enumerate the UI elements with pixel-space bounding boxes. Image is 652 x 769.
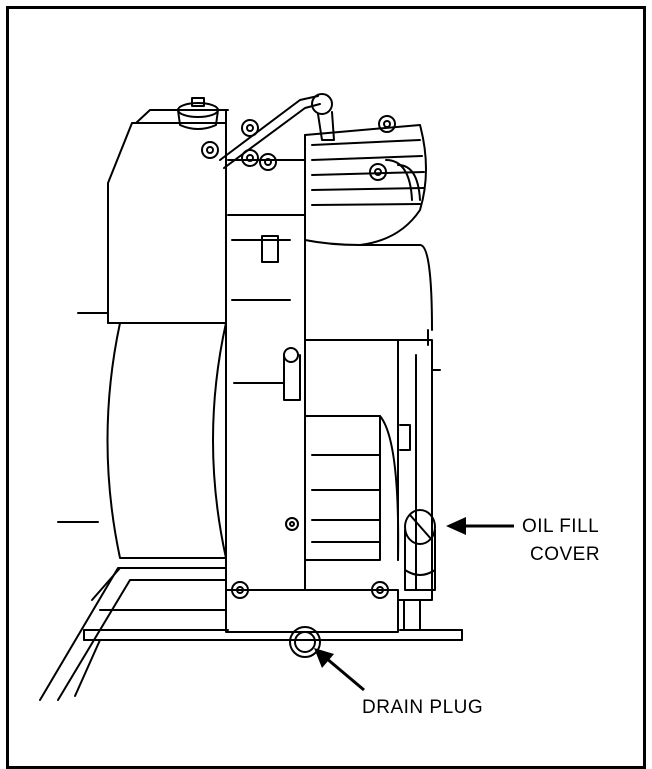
- flywheel-cover: [57, 312, 227, 559]
- drain-plug-arrow: [314, 648, 365, 692]
- cylinder-head: [304, 124, 433, 341]
- oil-fill-label-line2: COVER: [530, 544, 600, 565]
- engine-right-side: [397, 329, 441, 631]
- spark-plug-wire: [219, 93, 335, 169]
- head-bolts: [201, 115, 396, 181]
- oil-fill-arrow: [446, 517, 514, 535]
- drain-plug: [289, 626, 321, 658]
- drain-plug-label: DRAIN PLUG: [362, 697, 483, 718]
- engine-block: [225, 109, 400, 591]
- governor-knob: [261, 235, 301, 401]
- oil-fill-cover: [404, 509, 436, 591]
- oil-fill-label-line1: OIL FILL: [522, 516, 599, 537]
- base-frame: [39, 567, 463, 701]
- fuel-tank: [107, 97, 229, 324]
- mounting-base: [225, 517, 399, 633]
